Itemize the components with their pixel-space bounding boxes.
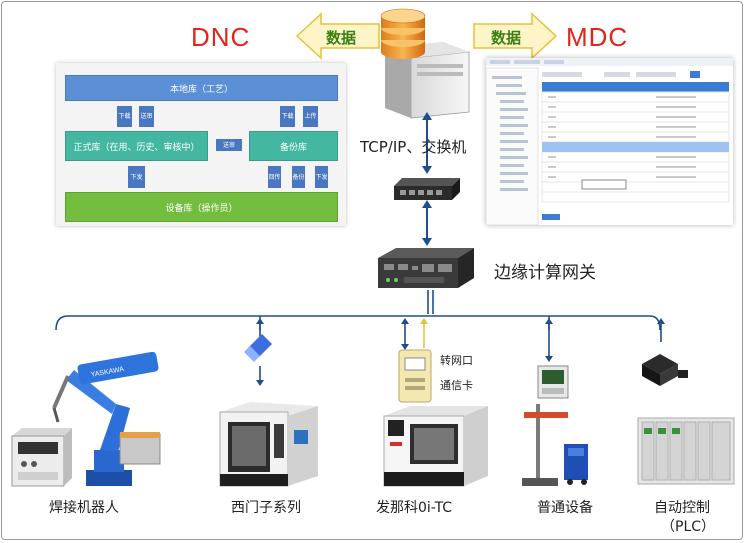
dnc-arrow-6: 下发: [128, 166, 145, 188]
meter-icon: [537, 365, 569, 399]
right-data-label: 数据: [491, 29, 522, 47]
dnc-arrow-7: 回传: [268, 166, 281, 188]
tcpip-label: TCP/IP、交换机: [360, 138, 467, 156]
welding-power-source-icon: [11, 428, 72, 487]
plc-link-arrow: [657, 318, 665, 342]
converter-label-1: 转网口: [440, 354, 473, 367]
local-library-box: 本地库（工艺）: [65, 75, 338, 101]
switch-gateway-link: [422, 200, 432, 246]
mdc-table-thumbnail: [486, 58, 733, 225]
switch-icon: [394, 178, 460, 200]
dnc-arrow-2: 送审: [139, 106, 154, 127]
plc-connector-icon: [642, 354, 688, 386]
siemens-label: 西门子系列: [231, 500, 301, 516]
right-data-arrow: [473, 12, 558, 60]
dnc-arrow-5: 送审: [216, 139, 242, 151]
server-icon: [380, 8, 470, 119]
general-equipment-label: 普通设备: [537, 500, 593, 516]
formal-library-box: 正式库（在用、历史、审核中）: [65, 131, 208, 161]
device-bus: [55, 290, 661, 331]
fanuc-link-arrows: [401, 318, 428, 350]
gateway-icon: [378, 248, 474, 288]
plc-rack-icon: [637, 417, 735, 485]
dnc-arrow-8: 备份: [292, 166, 305, 188]
plc-label-line2: （PLC）: [661, 519, 716, 535]
converter-label-2: 通信卡: [440, 379, 473, 392]
communication-card-icon: [398, 349, 432, 403]
dnc-title: DNC: [191, 22, 251, 52]
dnc-arrow-3: 下载: [280, 106, 295, 127]
mdc-title: MDC: [566, 22, 629, 52]
network-cable-icon: [244, 318, 272, 386]
left-data-arrow: [295, 12, 380, 60]
dnc-arrow-4: 上传: [303, 106, 318, 127]
welding-robot-label: 焊接机器人: [49, 500, 119, 516]
gateway-label: 边缘计算网关: [494, 263, 596, 283]
welding-robot-icon: YASKAWA: [52, 352, 161, 486]
fanuc-label: 发那科0i-TC: [376, 500, 453, 516]
dnc-arrow-9: 下发: [315, 166, 328, 188]
server-switch-link: [422, 112, 432, 174]
mdc-screenshot: [486, 58, 733, 225]
left-data-label: 数据: [326, 29, 357, 47]
fanuc-cnc-icon: [383, 406, 488, 487]
device-library-box: 设备库（操作员）: [65, 192, 338, 222]
general-link-arrow: [545, 318, 553, 362]
siemens-cnc-icon: [219, 402, 318, 487]
plc-label-line1: 自动控制: [654, 500, 710, 516]
welding-column-icon: [522, 404, 588, 486]
dnc-arrow-1: 下载: [117, 106, 132, 127]
backup-library-box: 备份库: [249, 131, 338, 161]
dnc-panel: 本地库（工艺） 正式库（在用、历史、审核中） 备份库 设备库（操作员） 下载 送…: [56, 63, 346, 226]
